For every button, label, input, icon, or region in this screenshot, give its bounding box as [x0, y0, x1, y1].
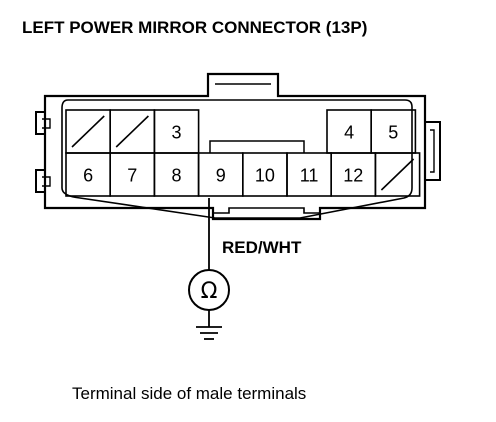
blank-pin-cell-top-0	[65, 109, 112, 154]
wire-color-label: RED/WHT	[222, 238, 302, 257]
connector-pin-grid: 3 4 5 6 7 8 9 10 11 12	[65, 109, 421, 197]
pin-number: 7	[127, 166, 137, 186]
pin-cell-4: 4	[326, 109, 373, 154]
pin-cell-7: 7	[109, 152, 156, 197]
pin-number: 6	[83, 166, 93, 186]
diagram-caption: Terminal side of male terminals	[72, 384, 306, 403]
pin-number: 10	[255, 166, 275, 186]
pin-cell-12: 12	[330, 152, 377, 197]
pin-cell-5: 5	[370, 109, 417, 154]
ohm-symbol: Ω	[201, 279, 218, 304]
ground-icon	[196, 310, 222, 340]
blank-pin-cell-bottom-7	[374, 152, 421, 197]
diagram-title: LEFT POWER MIRROR CONNECTOR (13P)	[22, 18, 367, 37]
pin-number: 5	[388, 123, 398, 143]
pin-number: 3	[171, 123, 181, 143]
pin-number: 8	[171, 166, 181, 186]
pin-cell-6: 6	[65, 152, 112, 197]
unused-pin-slash	[115, 115, 149, 148]
pin-number: 9	[216, 166, 226, 186]
pin-cell-8: 8	[153, 152, 200, 197]
unused-pin-slash	[380, 158, 415, 191]
blank-pin-cell-top-1	[109, 109, 156, 154]
pin-number: 4	[344, 123, 354, 143]
ohmmeter-icon: Ω	[188, 269, 230, 311]
pin-number: 12	[343, 166, 363, 186]
pin-cell-10: 10	[242, 152, 288, 197]
unused-pin-slash	[71, 115, 105, 148]
pin-cell-11: 11	[286, 152, 333, 197]
pin-cell-3: 3	[153, 109, 200, 154]
connector-housing	[35, 72, 441, 221]
pin-cell-9: 9	[197, 152, 244, 197]
pin-number: 11	[300, 166, 319, 186]
